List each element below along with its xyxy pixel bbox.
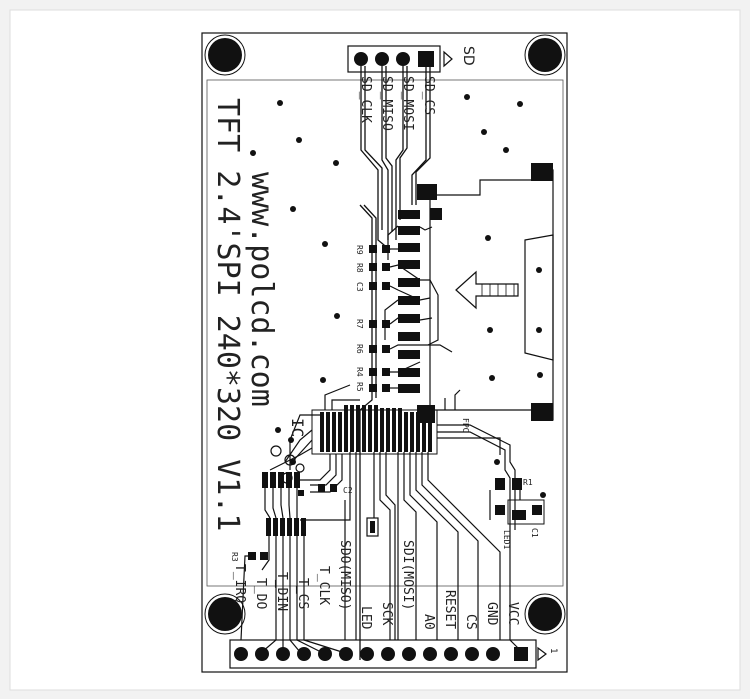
pin-label-gnd: GND bbox=[484, 602, 499, 626]
refdes-r4: R4 bbox=[355, 367, 364, 377]
refdes-c3: C3 bbox=[355, 282, 364, 292]
ic-label: IC bbox=[288, 418, 307, 437]
pin-label-reset: RESET bbox=[442, 590, 457, 629]
pin-label-a0: A0 bbox=[421, 614, 436, 630]
sd-pin-label: SD_MOSI bbox=[400, 76, 415, 131]
refdes-r9: R9 bbox=[355, 245, 364, 255]
refdes-r8: R8 bbox=[355, 263, 364, 273]
refdes-r1: R1 bbox=[523, 478, 533, 487]
pin-label-t-cs: T_CS bbox=[295, 578, 310, 609]
pin-label-cs: CS bbox=[463, 614, 478, 630]
sd-pin-label: SD_CLK bbox=[358, 76, 373, 123]
traces-sd-fingers bbox=[384, 225, 453, 389]
pin-label-sdo: SDO(MISO) bbox=[337, 540, 352, 610]
refdes-led1: LED1 bbox=[502, 530, 511, 549]
pin-label-t-irq: T_IRQ bbox=[232, 564, 247, 603]
refdes-r6: R6 bbox=[355, 344, 364, 354]
sd-pin-labels: SD_CS SD_MOSI SD_MISO SD_CLK bbox=[358, 76, 436, 131]
refdes-r7: R7 bbox=[355, 319, 364, 329]
refdes-c1: C1 bbox=[530, 528, 539, 538]
pin1-mark: 1 bbox=[548, 648, 558, 654]
mounting-holes bbox=[204, 34, 566, 635]
passive-pads-column bbox=[369, 245, 390, 392]
insert-arrow-icon bbox=[455, 270, 519, 310]
pin-label-sdi: SDI(MOSI) bbox=[400, 540, 415, 610]
vias bbox=[250, 94, 546, 498]
pin-label-t-din: T_DIN bbox=[274, 572, 289, 611]
ic-footprint bbox=[311, 405, 438, 455]
silk-model-text: TFT 2.4'SPI 240*320 V1.1 bbox=[210, 98, 245, 531]
r1-c1-led-area bbox=[489, 478, 545, 525]
sd-pin-label: SD_MISO bbox=[379, 76, 394, 131]
refdes-r3: R3 bbox=[230, 552, 239, 562]
pin-label-sck: SCK bbox=[379, 602, 394, 626]
pin-label-led: LED bbox=[358, 606, 373, 630]
traces-sd bbox=[359, 66, 431, 660]
pin-label-t-clk: T_CLK bbox=[316, 566, 331, 605]
silk-url-text: www.polcd.com bbox=[244, 172, 279, 407]
pin-label-vcc: VCC bbox=[505, 602, 520, 625]
bottom-pin-labels: T_IRQ T_DO T_DIN T_CS T_CLK SDO(MISO) LE… bbox=[232, 540, 520, 630]
refdes-c2: C2 bbox=[343, 486, 353, 495]
refdes-labels: R9 R8 C3 R7 R6 R4 R5 R1 C1 C2 R3 LED1 FP… bbox=[230, 245, 539, 562]
bottom-header bbox=[229, 639, 547, 669]
display-area-outline bbox=[206, 79, 564, 587]
left-circles bbox=[270, 445, 305, 484]
refdes-r5: R5 bbox=[355, 382, 364, 392]
sd-header-label: SD bbox=[460, 46, 476, 66]
sd-header bbox=[347, 45, 453, 73]
pin-label-t-do: T_DO bbox=[253, 578, 268, 609]
refdes-fpc: FPC bbox=[461, 418, 470, 433]
sd-pin-label: SD_CS bbox=[421, 76, 436, 115]
